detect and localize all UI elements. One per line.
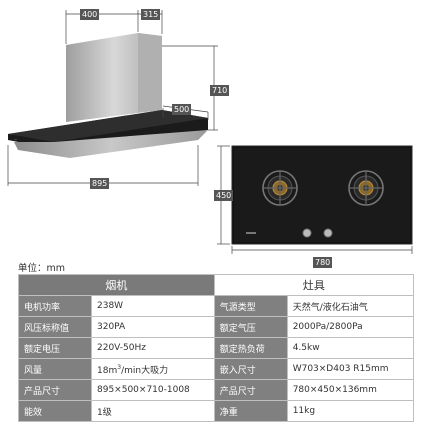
stove-spec-label: 气源类型 [213,295,288,317]
table-row: 电机功率 238W 气源类型 天然气/液化石油气 [18,295,415,317]
dim-hood-body-depth: 500 [172,104,192,115]
hood-spec-label: 风量 [18,358,92,380]
table-row: 额定电压 220V-50Hz 额定热负荷 4.5kw [18,337,415,359]
stove-spec-value: 11kg [286,400,415,422]
dim-hood-width: 895 [90,178,110,189]
hood-spec-value: 320PA [91,316,215,338]
hood-spec-value: 220V-50Hz [91,337,215,359]
hood-spec-label: 额定电压 [18,337,92,359]
stove-spec-value: 780×450×136mm [286,379,415,401]
dim-hood-top-depth: 315 [141,9,161,20]
svg-text:—: — [14,137,17,141]
table-row: 风量 18m3/min大吸力 嵌入尺寸 W703×D403 R15mm [18,358,415,380]
hood-header: 烟机 [18,274,215,296]
unit-label: 单位：mm [18,263,66,274]
hood-spec-label: 电机功率 [18,295,92,317]
dim-hood-top-width: 400 [80,9,100,20]
hood-spec-value: 18m3/min大吸力 [91,358,215,380]
left-burner-icon [262,170,298,206]
stove-spec-label: 净重 [213,400,288,422]
range-hood-illustration: — [8,33,208,158]
hood-spec-label: 产品尺寸 [18,379,92,401]
hood-spec-value: 238W [91,295,215,317]
right-burner-icon [348,170,384,206]
hood-spec-value: 895×500×710-1008 [91,379,215,401]
stove-spec-value: 2000Pa/2800Pa [286,316,415,338]
hood-spec-label: 能效 [18,400,92,422]
table-row: 风压标称值 320PA 额定气压 2000Pa/2800Pa [18,316,415,338]
stove-spec-value: W703×D403 R15mm [286,358,415,380]
product-dimension-drawing: — [7,10,413,254]
hood-spec-value: 1级 [91,400,215,422]
right-knob-icon [323,228,333,238]
stove-spec-label: 嵌入尺寸 [213,358,288,380]
stove-spec-label: 额定热负荷 [213,337,288,359]
stove-spec-value: 天然气/液化石油气 [286,295,415,317]
stove-spec-label: 额定气压 [213,316,288,338]
dim-hob-depth: 450 [214,190,234,201]
stove-spec-value: 4.5kw [286,337,415,359]
dim-hob-width: 780 [313,257,333,268]
table-row: 产品尺寸 895×500×710-1008 产品尺寸 780×450×136mm [18,379,415,401]
stove-header: 灶具 [213,274,415,296]
table-row: 能效 1级 净重 11kg [18,400,415,422]
left-knob-icon [302,228,312,238]
gas-hob-illustration [231,145,413,245]
spec-table: 烟机 灶具 电机功率 238W 气源类型 天然气/液化石油气 风压标称值 320… [18,274,415,422]
dim-hood-height: 710 [210,85,230,96]
hood-spec-label: 风压标称值 [18,316,92,338]
stove-spec-label: 产品尺寸 [213,379,288,401]
